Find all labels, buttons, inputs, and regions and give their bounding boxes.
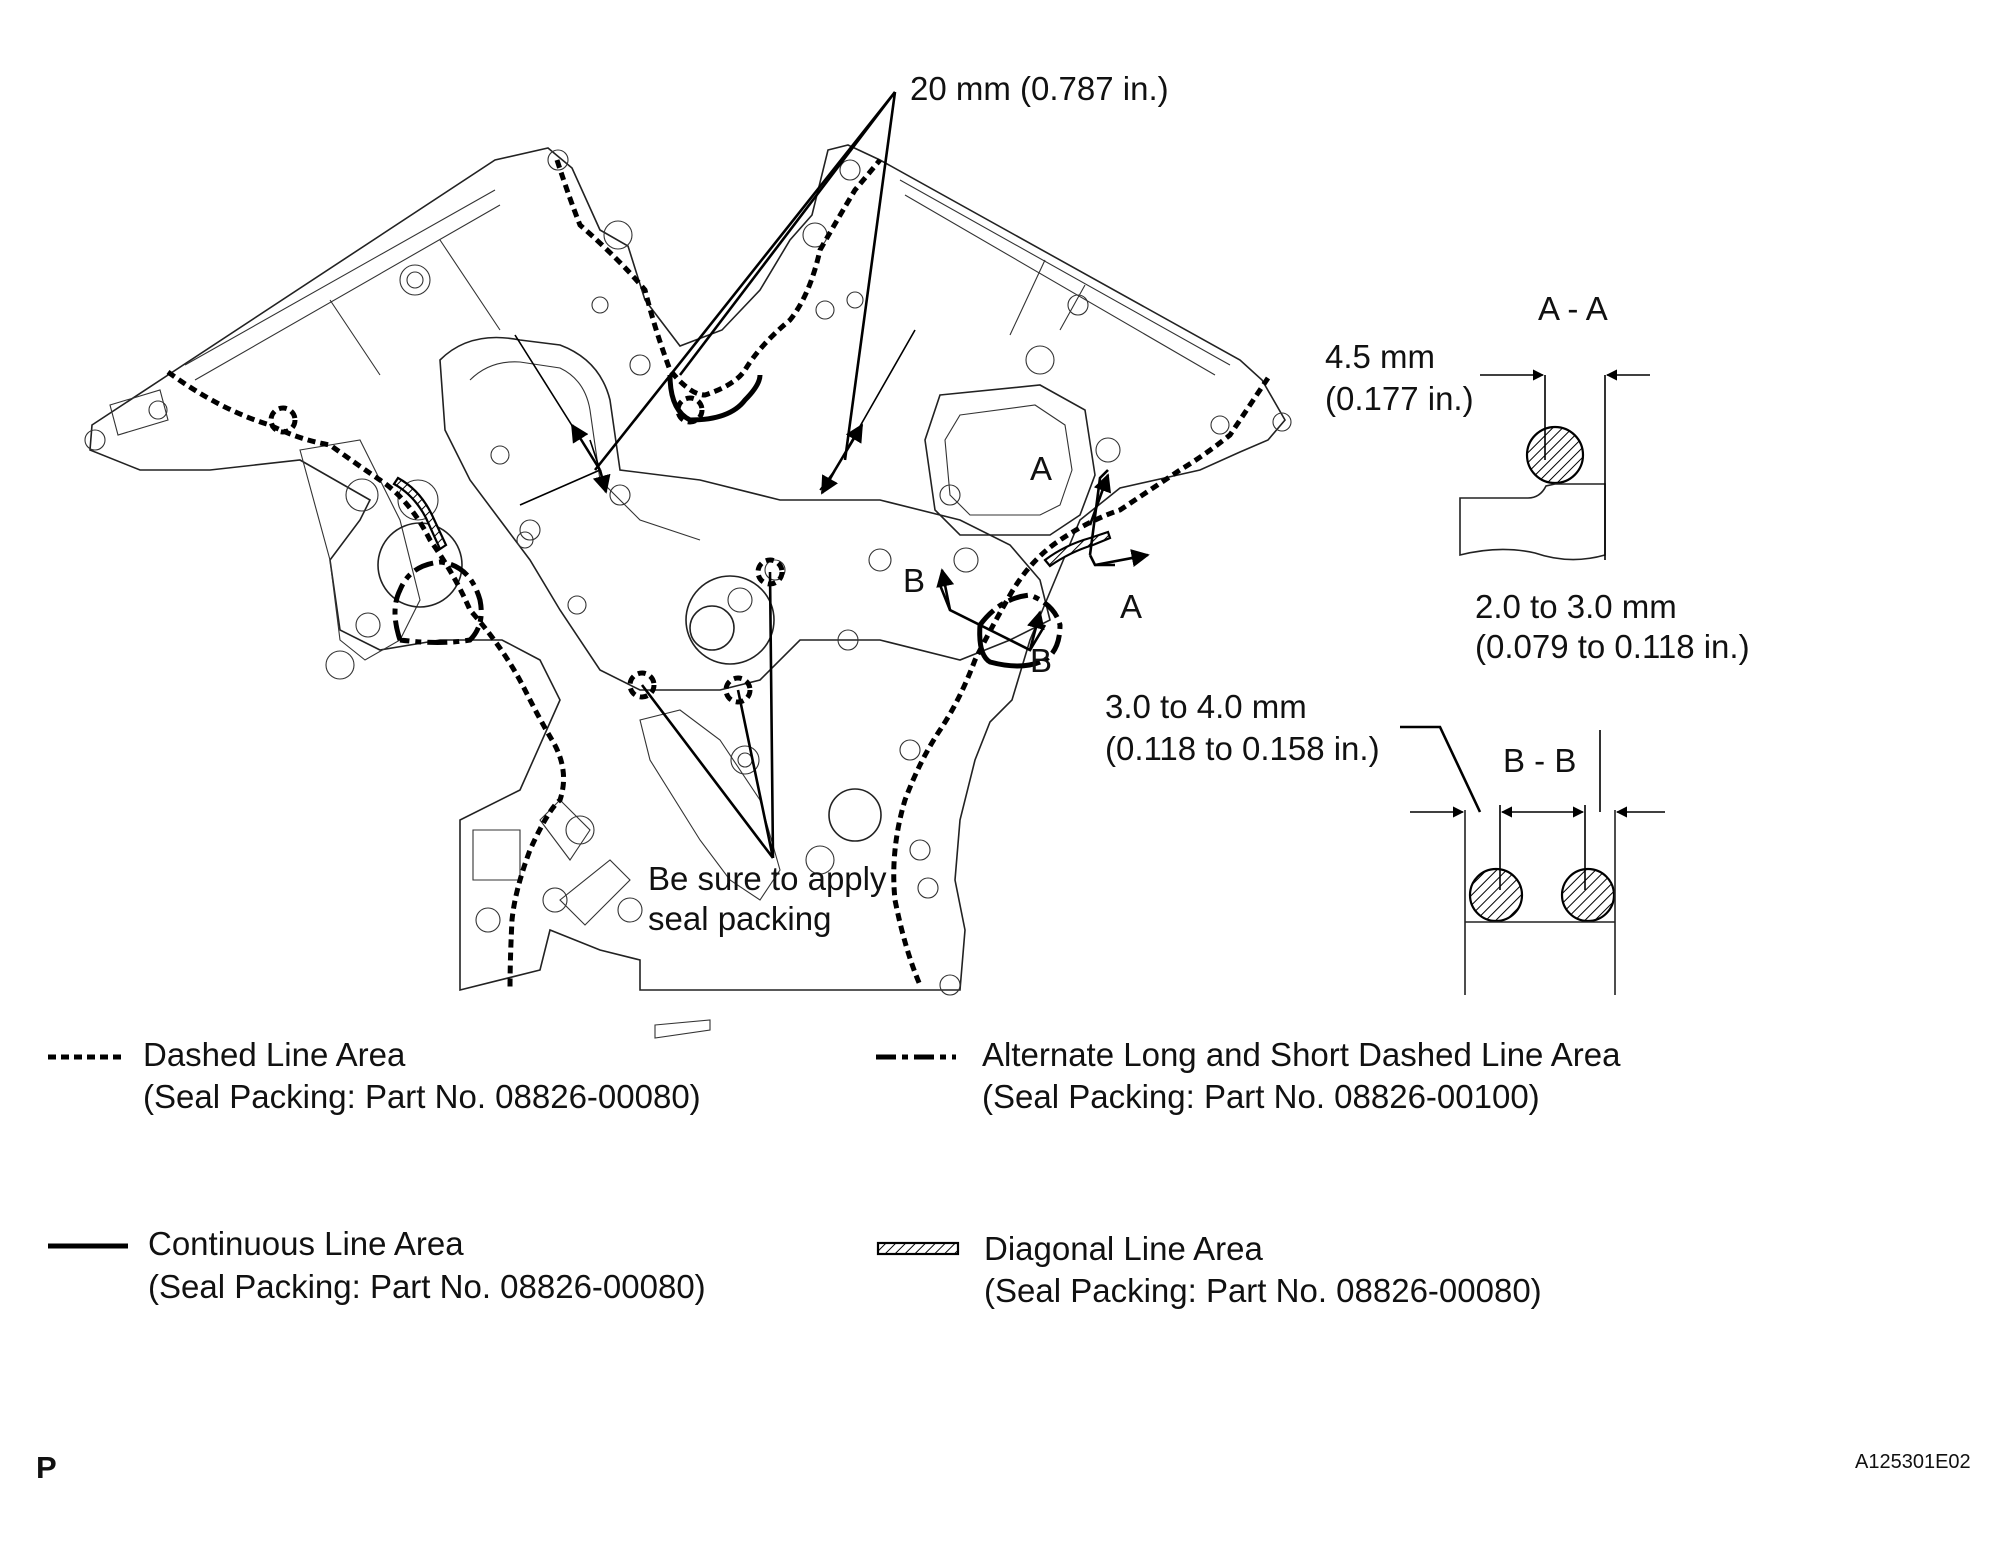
legend-diagonal-swatch (876, 1241, 960, 1256)
diagonal-seal-left (392, 476, 448, 551)
legend-continuous-part: (Seal Packing: Part No. 08826-00080) (148, 1268, 706, 1305)
figure-code: A125301E02 (1855, 1451, 1971, 1473)
apply-callout-line1: Be sure to apply (648, 860, 887, 897)
continuous-seal-top (667, 374, 763, 423)
section-mark-b-right: B (1030, 642, 1052, 679)
seal-ring-3 (723, 675, 753, 705)
section-b-b (1400, 725, 1665, 995)
dashed-seal-left (166, 369, 567, 991)
section-b-width-mm: 3.0 to 4.0 mm (1105, 688, 1307, 725)
dashdot-seal-right (977, 592, 1063, 663)
section-b-bead-1 (1468, 867, 1524, 923)
section-b-bead-2 (1560, 867, 1616, 923)
section-b-width-in: (0.118 to 0.158 in.) (1105, 730, 1380, 767)
seal-ring-2 (627, 670, 657, 700)
dashed-seal-right (891, 376, 1271, 986)
legend: Dashed Line Area (Seal Packing: Part No.… (48, 1036, 1621, 1309)
section-b-title: B - B (1503, 742, 1576, 779)
legend-continuous-label: Continuous Line Area (148, 1225, 464, 1262)
legend-dashed-label: Dashed Line Area (143, 1036, 406, 1073)
section-mark-b-left: B (903, 562, 925, 599)
timing-cover-body (84, 144, 1292, 1039)
section-a-width-in: (0.177 in.) (1325, 380, 1474, 417)
apply-callout-line2: seal packing (648, 900, 831, 937)
legend-diagonal-part: (Seal Packing: Part No. 08826-00080) (984, 1272, 1542, 1309)
section-mark-a-bottom: A (1120, 588, 1142, 625)
legend-diagonal-label: Diagonal Line Area (984, 1230, 1264, 1267)
section-mark-a-top: A (1030, 450, 1052, 487)
legend-dashdot-part: (Seal Packing: Part No. 08826-00100) (982, 1078, 1540, 1115)
seal-lines (166, 158, 1271, 991)
section-a-width-mm: 4.5 mm (1325, 338, 1435, 375)
section-a-bead (1525, 425, 1585, 485)
dashdot-seal-left (392, 559, 484, 645)
crank-hub (685, 575, 775, 665)
diagonal-seal-right (1043, 530, 1112, 568)
labels: 20 mm (0.787 in.) Be sure to apply seal … (648, 70, 1750, 937)
section-a-height-in: (0.079 to 0.118 in.) (1475, 628, 1750, 665)
legend-dashed-part: (Seal Packing: Part No. 08826-00080) (143, 1078, 701, 1115)
section-a-height-mm: 2.0 to 3.0 mm (1475, 588, 1677, 625)
section-a-a (1459, 369, 1650, 561)
page-letter: P (36, 1450, 57, 1485)
cover-outline (89, 144, 1286, 992)
section-a-title: A - A (1538, 290, 1608, 327)
leaders (514, 91, 1150, 859)
dashed-seal-top (554, 158, 882, 398)
distance-callout: 20 mm (0.787 in.) (910, 70, 1169, 107)
legend-dashdot-label: Alternate Long and Short Dashed Line Are… (982, 1036, 1621, 1073)
